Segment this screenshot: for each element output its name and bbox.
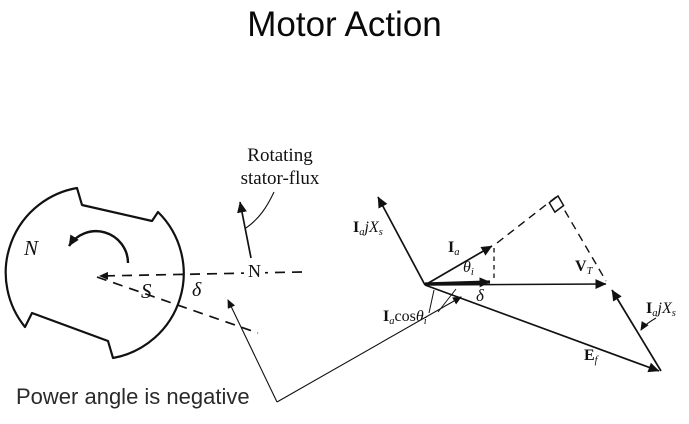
rotating-stator-flux-line2: stator-flux	[240, 168, 320, 190]
rotor-north-pole-label: N	[24, 236, 39, 260]
right-angle-marker	[548, 194, 565, 214]
iajxs-right-leader-line	[640, 317, 657, 331]
rotating-stator-flux-line1: Rotating	[247, 145, 313, 166]
vector-iajxs-right	[611, 289, 662, 372]
vector-ia	[424, 245, 493, 286]
page-title: Motor Action	[247, 5, 442, 44]
rotor-pole-axis-dashed-line	[96, 276, 259, 334]
vector-vt	[424, 279, 607, 290]
iacos-leader-line-1	[428, 289, 435, 314]
phasor-label-delta: δ	[476, 286, 484, 305]
rotation-arrow	[67, 229, 130, 264]
phasor-label-ef: Ef	[584, 347, 598, 367]
vector-iajxs-left	[377, 196, 426, 286]
phasor-label-iajxs-left: IajXs	[353, 219, 383, 239]
vector-ef	[424, 284, 660, 373]
rotor-outline	[4, 186, 185, 360]
construction-dashed-line-b	[557, 198, 607, 282]
phasor-label-theta-i: θi	[463, 259, 474, 279]
flux-label-leader-line	[245, 191, 275, 229]
power-angle-leader-right	[276, 296, 462, 403]
phasor-label-ia-cos-theta: Iacosθi	[383, 308, 427, 328]
rotating-stator-flux-caption: Rotating stator-flux	[226, 144, 334, 190]
stator-flux-arrow	[237, 201, 252, 259]
phasor-label-vt: VT	[575, 258, 593, 278]
stator-axis-north-label: N	[244, 261, 265, 282]
power-angle-caption: Power angle is negative	[16, 384, 250, 409]
iacos-leader-line-2	[437, 288, 457, 313]
rotor-delta-label: δ	[192, 279, 202, 301]
construction-dashed-line-a	[496, 196, 557, 244]
power-angle-leader-left	[227, 299, 278, 403]
rotor-south-pole-label: S	[141, 279, 152, 303]
vector-ia-cos-theta-bold-segment	[424, 277, 491, 288]
phasor-label-ia: Ia	[448, 239, 460, 259]
phasor-label-iajxs-right: IajXs	[646, 300, 676, 320]
